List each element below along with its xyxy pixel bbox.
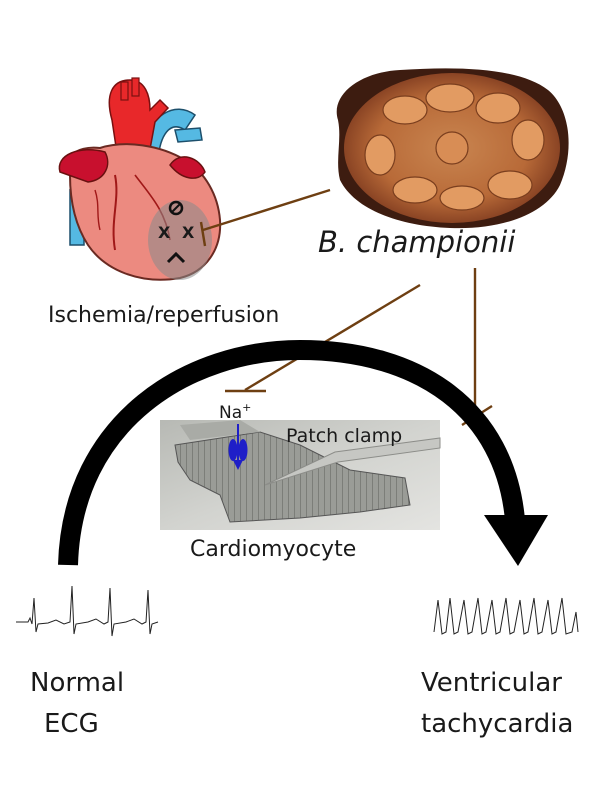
normal-ecg-label-line2: ECG (44, 709, 99, 739)
plant-stem-cross-section-image (336, 68, 569, 229)
vt-ecg-trace (433, 597, 579, 635)
ischemia-reperfusion-label: Ischemia/reperfusion (48, 303, 279, 328)
vt-label-line2: tachycardia (421, 709, 573, 739)
cardiomyocyte-micrograph (160, 420, 441, 530)
transition-arrow (58, 339, 548, 566)
connector-stem-to-heart (202, 188, 331, 232)
vt-label-line1: Ventricular (421, 668, 562, 698)
patch-clamp-label: Patch clamp (286, 425, 402, 447)
cardiomyocyte-label: Cardiomyocyte (190, 537, 356, 562)
svg-text:X: X (182, 223, 195, 242)
sodium-channel-icon (228, 424, 248, 470)
heart-inhibition-bar (199, 221, 207, 247)
normal-ecg-trace (16, 585, 159, 637)
heart-illustration-icon: X X (58, 77, 222, 281)
connector-herb-to-channel (244, 283, 421, 392)
herb-name-label: B. championii (318, 225, 515, 259)
normal-ecg-label-line1: Normal (30, 668, 124, 698)
svg-text:X: X (158, 223, 171, 242)
sodium-ion-label: Na+ (219, 401, 251, 423)
